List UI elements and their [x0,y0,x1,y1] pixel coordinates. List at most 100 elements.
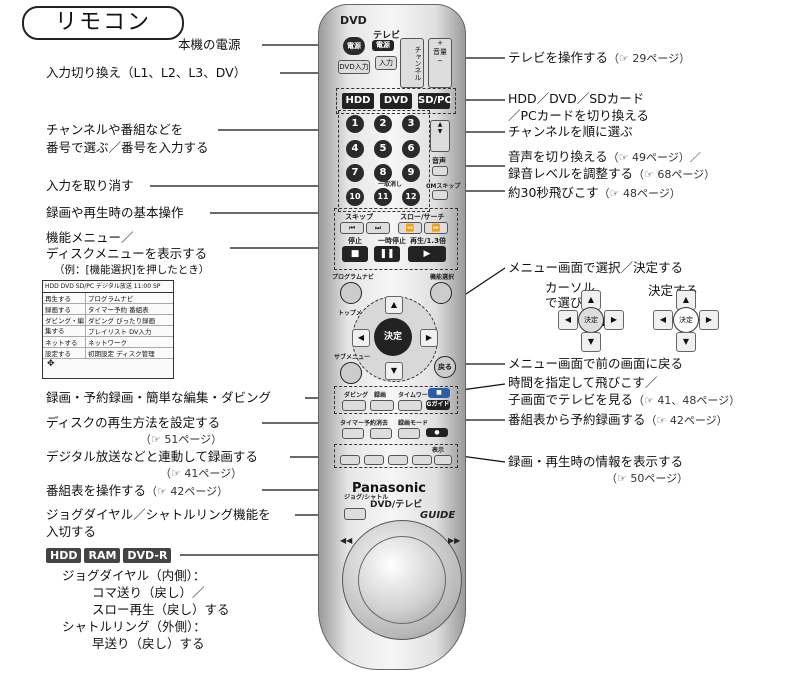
record-group-frame [334,386,458,414]
channel-up-down-button[interactable]: ▲▼ [430,120,450,152]
skip-forward-button[interactable]: ⏭ [366,222,390,234]
audio-label: 音声 [432,157,446,165]
screen-row: 設定する初期設定 ディスク管理 [43,348,173,359]
enter-button[interactable]: 決定 [374,318,412,356]
jog-shuttle-label: ジョグ/シャトル [344,494,389,501]
tv-power-button[interactable]: 電源 [372,40,394,51]
power-button[interactable]: 電源 [343,37,365,55]
number-key-12[interactable]: 12 [402,188,420,206]
screen-row: ネットするネットワーク [43,337,173,348]
left-arrow-button[interactable]: ◀ [352,329,370,347]
label-cursor-2: で選び [545,295,583,310]
mode-sdpc-button[interactable]: SD/PC [418,93,452,109]
digital-b-button[interactable] [364,455,384,465]
sub-menu-label: サブメニュー [334,354,371,361]
tv-volume-rocker[interactable]: +音量− [428,38,452,88]
page-title: リモコン [22,6,184,40]
label-shuttle-desc-1: シャトルリング（外側）： [62,619,206,634]
number-key-2[interactable]: 2 [374,115,392,133]
function-select-button[interactable] [430,282,452,304]
label-channel-seq: チャンネルを順に選ぶ [508,124,633,139]
label-jog-desc-1: ジョグダイヤル（内側）： [62,568,206,583]
stop-button[interactable]: ■ [342,246,368,262]
label-digital-broadcast-ref: （☞ 41ページ） [160,467,243,480]
record-button[interactable]: ● [426,428,448,437]
label-time-skip-2: 子画面でテレビを見る（☞ 41、48ページ） [508,392,741,407]
mode-group-frame [336,88,456,114]
play-button[interactable]: ▶ [408,246,446,262]
recording-button[interactable] [370,400,394,411]
label-func-menu-2: ディスクメニューを表示する [46,246,208,261]
cancel-label: 一取消し [378,181,403,188]
screen-row: 再生するプログラムナビ [43,293,173,304]
screen-row: 録画するタイマー予約 番組表 [43,304,173,315]
timer-button[interactable] [342,428,364,439]
remote-tv-label: テレビ [373,31,401,41]
digital-c-button[interactable] [388,455,408,465]
number-key-9[interactable]: 9 [402,164,420,182]
right-arrow-button[interactable]: ▶ [420,329,438,347]
skip-back-button[interactable]: ⏮ [340,222,364,234]
sub-menu-button[interactable] [340,362,362,384]
time-warp-label: タイムワープ [398,392,434,399]
remote-dvd-label: DVD [340,14,367,27]
cm-skip-button[interactable] [432,190,448,200]
number-key-4[interactable]: 4 [346,140,364,158]
number-group-frame [338,110,430,212]
record-mode-button[interactable] [398,428,420,439]
number-key-1[interactable]: 1 [346,115,364,133]
tv-channel-rocker[interactable]: チャンネル [400,38,424,88]
label-disc-play-ref: （☞ 51ページ） [140,433,223,446]
screen-row: プレイリスト DV入力 [43,326,173,337]
time-slip-button[interactable]: ■ [428,388,450,398]
g-guide-button[interactable]: Gガイド [426,400,450,410]
stop-label: 停止 [348,237,362,245]
fast-forward-button[interactable]: ⏩ [424,222,448,234]
number-key-8[interactable]: 8 [374,164,392,182]
label-basic-ops: 録画や再生時の基本操作 [46,205,184,220]
return-button[interactable]: 戻る [434,356,456,378]
cursor-down-icon: ▼ [676,332,696,352]
dubbing-button[interactable] [342,400,366,411]
erase-button[interactable] [370,428,392,439]
cursor-right-icon: ▶ [699,310,719,330]
slow-search-label: スロー/サーチ [400,213,445,221]
cursor-right-icon: ▶ [604,310,624,330]
jog-shuttle-button[interactable] [344,508,366,520]
g-guide-logo: GUIDE [420,510,456,521]
digital-d-button[interactable] [412,455,432,465]
model-label: DVD/テレビ [370,500,423,510]
time-warp-button[interactable] [398,400,422,411]
jog-dial[interactable] [358,536,446,624]
cursor-left-icon: ◀ [558,310,578,330]
up-arrow-button[interactable]: ▲ [385,296,403,314]
timer-label: タイマー予約 [340,420,377,427]
mode-hdd-button[interactable]: HDD [342,93,374,109]
number-key-3[interactable]: 3 [402,115,420,133]
number-key-7[interactable]: 7 [346,164,364,182]
status-button[interactable] [434,455,452,465]
dvd-input-button[interactable]: DVD入力 [338,60,370,74]
transport-group-frame [334,208,458,270]
cursor-down-icon: ▼ [581,332,601,352]
record-mode-label: 録画モード [398,420,429,427]
number-key-10[interactable]: 10 [346,188,364,206]
number-key-11[interactable]: 11 [374,188,392,206]
label-shuttle-desc-2: 早送り（戻し）する [92,636,205,651]
down-arrow-button[interactable]: ▼ [385,362,403,380]
label-jog-desc-3: スロー再生（戻し）する [92,602,230,617]
program-navi-button[interactable] [340,282,362,304]
number-key-6[interactable]: 6 [402,140,420,158]
digital-a-button[interactable] [340,455,360,465]
pause-button[interactable]: ❚❚ [374,246,400,262]
label-epg-ops: 番組表を操作する（☞ 42ページ） [46,483,229,498]
rewind-button[interactable]: ⏪ [398,222,422,234]
audio-button[interactable] [432,166,448,176]
rewind-icon: ◀◀ [340,536,353,545]
label-func-menu-3: （例：[機能選択]を押したとき） [54,264,210,276]
label-info-display: 録画・再生時の情報を表示する [508,454,684,469]
label-digital-broadcast: デジタル放送などと連動して録画する [46,449,258,464]
mode-dvd-button[interactable]: DVD [380,93,412,109]
number-key-5[interactable]: 5 [374,140,392,158]
tv-input-button[interactable]: 入力 [375,56,397,70]
